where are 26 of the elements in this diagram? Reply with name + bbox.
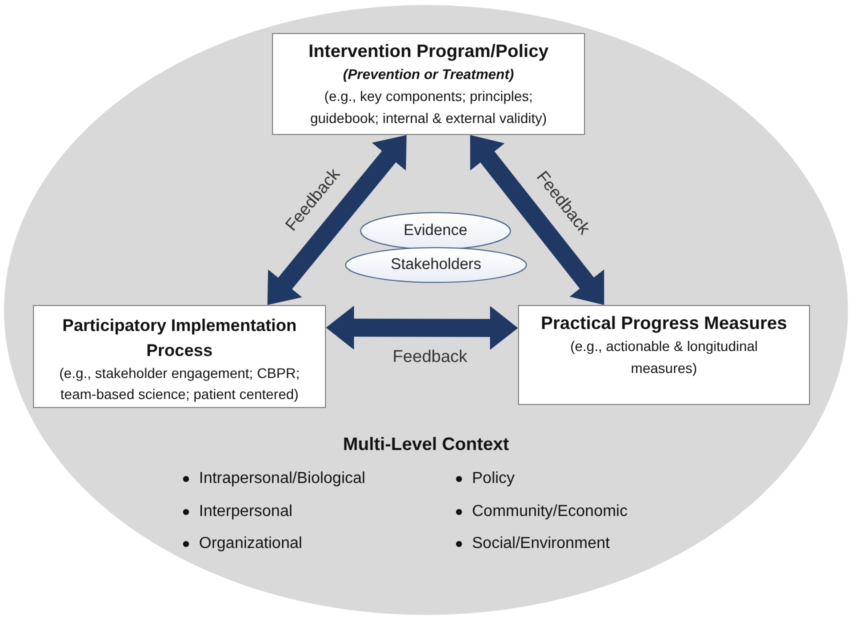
double-arrow bbox=[470, 135, 604, 305]
box-description: (e.g., key components; principles; guidebook; internal & external validity) bbox=[309, 87, 548, 128]
box-description: (e.g., stakeholder engagement; CBPR; team-based science; patient centered) bbox=[58, 364, 301, 404]
list-item-text: Social/Environment bbox=[472, 534, 610, 554]
box-description: (e.g., actionable & longitudinal measures) bbox=[569, 337, 759, 378]
concept-box bbox=[272, 33, 585, 135]
list-item-text: Community/Economic bbox=[472, 502, 628, 522]
double-arrow bbox=[326, 306, 518, 350]
box-title: Practical Progress Measures bbox=[540, 312, 788, 335]
concept-box bbox=[33, 305, 326, 408]
list-item-text: Intrapersonal/Biological bbox=[199, 469, 366, 489]
list-item-text: Interpersonal bbox=[199, 502, 292, 522]
concept-box bbox=[518, 305, 810, 405]
edge-label: Feedback bbox=[392, 346, 468, 367]
oval-node bbox=[345, 247, 527, 283]
oval-node bbox=[360, 212, 511, 250]
list-item-text: Policy bbox=[472, 469, 515, 489]
box-title: Participatory Implementation Process bbox=[61, 315, 298, 362]
box-title: Intervention Program/Policy bbox=[308, 40, 549, 63]
context-ellipse bbox=[4, 5, 848, 615]
oval-text: Stakeholders bbox=[390, 256, 482, 274]
section-heading: Multi-Level Context bbox=[343, 433, 509, 456]
list-item-text: Organizational bbox=[199, 534, 302, 554]
oval-text: Evidence bbox=[404, 222, 468, 240]
box-subtitle: (Prevention or Treatment) bbox=[343, 65, 514, 84]
double-arrow bbox=[267, 135, 407, 305]
